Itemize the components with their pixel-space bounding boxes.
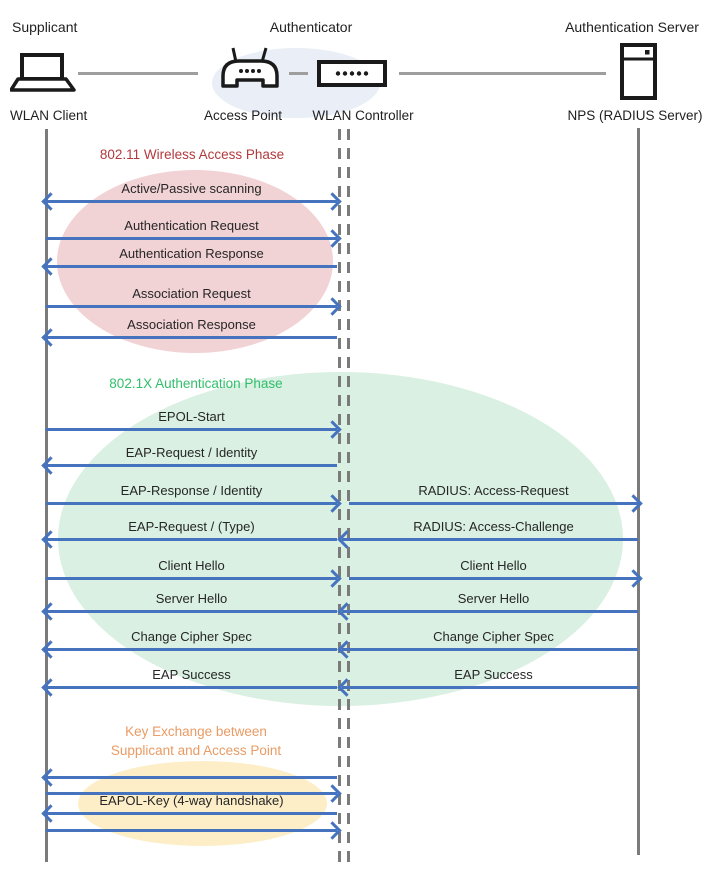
message-row: Authentication Request bbox=[46, 218, 337, 242]
message-arrow-left bbox=[46, 812, 337, 815]
message-row: Change Cipher Spec bbox=[342, 629, 638, 653]
message-row: EAP-Request / Identity bbox=[46, 445, 337, 469]
message-row: EPOL-Start bbox=[46, 409, 337, 433]
message-arrow-right bbox=[349, 502, 638, 505]
message-arrow-left bbox=[342, 686, 638, 689]
message-arrow-left bbox=[342, 648, 638, 651]
message-arrow-right bbox=[46, 428, 337, 431]
message-arrow-left bbox=[46, 538, 337, 541]
message-label: Server Hello bbox=[457, 591, 530, 606]
message-label: EAP-Request / Identity bbox=[125, 445, 258, 460]
phase-title-key-exchange-line2: Supplicant and Access Point bbox=[110, 743, 282, 758]
message-label: Client Hello bbox=[158, 558, 225, 573]
message-arrow-left bbox=[46, 265, 337, 268]
message-arrow-right bbox=[349, 577, 638, 580]
message-row: Association Response bbox=[46, 317, 337, 341]
message-row: Active/Passive scanning bbox=[46, 181, 337, 205]
message-row: Server Hello bbox=[342, 591, 638, 615]
message-row bbox=[46, 776, 337, 780]
connector-line bbox=[289, 72, 308, 75]
phase-title-key-exchange-line1: Key Exchange between bbox=[125, 724, 267, 739]
message-row: Association Request bbox=[46, 286, 337, 310]
message-arrow-left bbox=[46, 776, 337, 779]
message-row: Client Hello bbox=[349, 558, 638, 582]
message-row: RADIUS: Access-Challenge bbox=[342, 519, 638, 543]
role-label-supplicant: Supplicant bbox=[12, 19, 78, 35]
message-label: EAP-Request / (Type) bbox=[128, 519, 255, 534]
lifeline-wlan-client bbox=[45, 129, 48, 862]
message-arrow-left bbox=[46, 464, 337, 467]
lifeline-dashed-right bbox=[347, 129, 350, 862]
message-label: RADIUS: Access-Challenge bbox=[413, 519, 574, 534]
device-label-access-point: Access Point bbox=[203, 108, 283, 123]
phase-title-key-exchange: Key Exchange between Supplicant and Acce… bbox=[46, 722, 346, 760]
message-label: EAP-Response / Identity bbox=[120, 483, 263, 498]
phase-title-8021x-auth: 802.1X Authentication Phase bbox=[109, 376, 283, 391]
message-label: EAPOL-Key (4-way handshake) bbox=[99, 793, 284, 808]
message-arrow-right bbox=[46, 792, 337, 795]
message-row: EAP-Request / (Type) bbox=[46, 519, 337, 543]
message-label: Client Hello bbox=[460, 558, 527, 573]
message-label: EAP Success bbox=[152, 667, 231, 682]
message-row bbox=[46, 829, 337, 833]
role-label-authenticator: Authenticator bbox=[269, 19, 353, 35]
device-label-nps: NPS (RADIUS Server) bbox=[567, 108, 703, 123]
connector-line bbox=[399, 72, 606, 75]
message-label: Change Cipher Spec bbox=[131, 629, 252, 644]
phase-title-80211-access: 802.11 Wireless Access Phase bbox=[99, 147, 285, 162]
message-row: RADIUS: Access-Request bbox=[349, 483, 638, 507]
message-label: EAP Success bbox=[454, 667, 533, 682]
message-arrow-left bbox=[46, 648, 337, 651]
message-arrow-left bbox=[46, 336, 337, 339]
wlan-controller-icon bbox=[317, 60, 387, 87]
lifeline-dashed-left bbox=[338, 129, 341, 862]
message-arrow-left bbox=[46, 610, 337, 613]
lifeline-nps bbox=[637, 128, 640, 855]
laptop-icon bbox=[9, 52, 76, 94]
message-label: Change Cipher Spec bbox=[433, 629, 554, 644]
message-arrow-right bbox=[46, 829, 337, 832]
message-label: Association Response bbox=[127, 317, 256, 332]
message-arrow-right bbox=[46, 237, 337, 240]
message-arrow-left bbox=[342, 610, 638, 613]
message-arrow-both bbox=[46, 200, 337, 203]
message-arrow-right bbox=[46, 502, 337, 505]
message-arrow-left bbox=[46, 686, 337, 689]
server-icon bbox=[620, 43, 657, 100]
connector-line bbox=[78, 72, 198, 75]
message-label: RADIUS: Access-Request bbox=[418, 483, 569, 498]
message-arrow-right bbox=[46, 577, 337, 580]
message-row: Authentication Response bbox=[46, 246, 337, 270]
message-row: EAP Success bbox=[46, 667, 337, 691]
role-label-authentication-server: Authentication Server bbox=[565, 19, 699, 35]
message-row: EAPOL-Key (4-way handshake) bbox=[46, 793, 337, 817]
device-label-wlan-controller: WLAN Controller bbox=[312, 108, 414, 123]
wireless-ap-icon bbox=[219, 46, 281, 92]
message-label: EPOL-Start bbox=[158, 409, 225, 424]
message-row: EAP Success bbox=[342, 667, 638, 691]
message-label: Active/Passive scanning bbox=[121, 181, 262, 196]
message-label: Association Request bbox=[132, 286, 251, 301]
message-label: Authentication Request bbox=[124, 218, 259, 233]
message-label: Server Hello bbox=[155, 591, 228, 606]
message-row: Client Hello bbox=[46, 558, 337, 582]
message-row: Server Hello bbox=[46, 591, 337, 615]
device-label-wlan-client: WLAN Client bbox=[10, 108, 88, 123]
message-row: EAP-Response / Identity bbox=[46, 483, 337, 507]
message-label: Authentication Response bbox=[119, 246, 264, 261]
message-arrow-left bbox=[342, 538, 638, 541]
message-row bbox=[46, 792, 337, 796]
message-arrow-right bbox=[46, 305, 337, 308]
message-row: Change Cipher Spec bbox=[46, 629, 337, 653]
